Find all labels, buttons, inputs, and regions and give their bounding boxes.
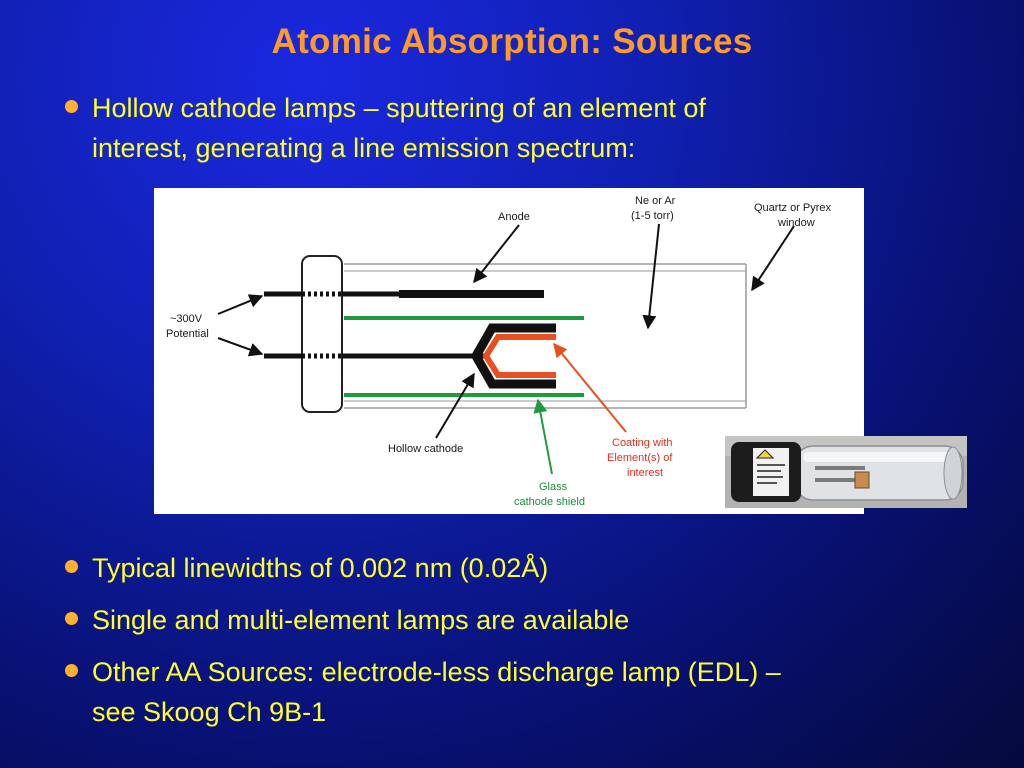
hollow-cathode-cup <box>470 323 556 389</box>
lamp-photo <box>725 436 967 508</box>
cathode-coating <box>482 334 556 378</box>
bullet-hollow-cathode: Hollow cathode lamps – sputtering of an … <box>65 88 972 168</box>
slide-title: Atomic Absorption: Sources <box>271 22 753 61</box>
label-gas-line2: (1-5 torr) <box>631 210 674 222</box>
label-glass-line2: cathode shield <box>514 496 585 508</box>
bullet-text-line: Other AA Sources: electrode-less dischar… <box>92 657 781 687</box>
bullet-other-sources: Other AA Sources: electrode-less dischar… <box>65 652 992 732</box>
callout-arrows <box>217 223 795 475</box>
label-glass-line1: Glass <box>539 481 568 493</box>
bullet-lamp-types: Single and multi-element lamps are avail… <box>65 600 972 640</box>
label-gas-line1: Ne or Ar <box>635 195 676 207</box>
label-potential-line2: Potential <box>166 328 209 340</box>
bullet-dot-icon <box>65 560 78 573</box>
label-potential-line1: ~300V <box>170 313 203 325</box>
bullet-text-line: see Skoog Ch 9B-1 <box>92 697 327 727</box>
lamp-base <box>301 255 343 413</box>
label-anode: Anode <box>498 211 530 223</box>
bullet-text-line: Hollow cathode lamps – sputtering of an … <box>92 93 706 123</box>
label-window-line1: Quartz or Pyrex <box>754 202 832 214</box>
bullet-dot-icon <box>65 100 78 113</box>
hollow-cathode-lamp-diagram: Anode Ne or Ar (1-5 torr) Quartz or Pyre… <box>154 188 864 514</box>
bullet-dot-icon <box>65 612 78 625</box>
label-window-line2: window <box>777 217 815 229</box>
bullet-dot-icon <box>65 664 78 677</box>
electrode-leads <box>264 291 484 359</box>
label-coating-line2: Element(s) of <box>607 452 673 464</box>
label-coating-line1: Coating with <box>612 437 673 449</box>
bullet-linewidths: Typical linewidths of 0.002 nm (0.02Å) <box>65 548 972 588</box>
label-hollow-cathode: Hollow cathode <box>388 443 463 455</box>
label-coating-line3: interest <box>627 467 663 479</box>
cathode-shield <box>344 316 584 397</box>
bullet-text-line: Typical linewidths of 0.002 nm (0.02Å) <box>92 553 549 583</box>
bullet-text-line: interest, generating a line emission spe… <box>92 133 636 163</box>
bullet-text-line: Single and multi-element lamps are avail… <box>92 605 630 635</box>
